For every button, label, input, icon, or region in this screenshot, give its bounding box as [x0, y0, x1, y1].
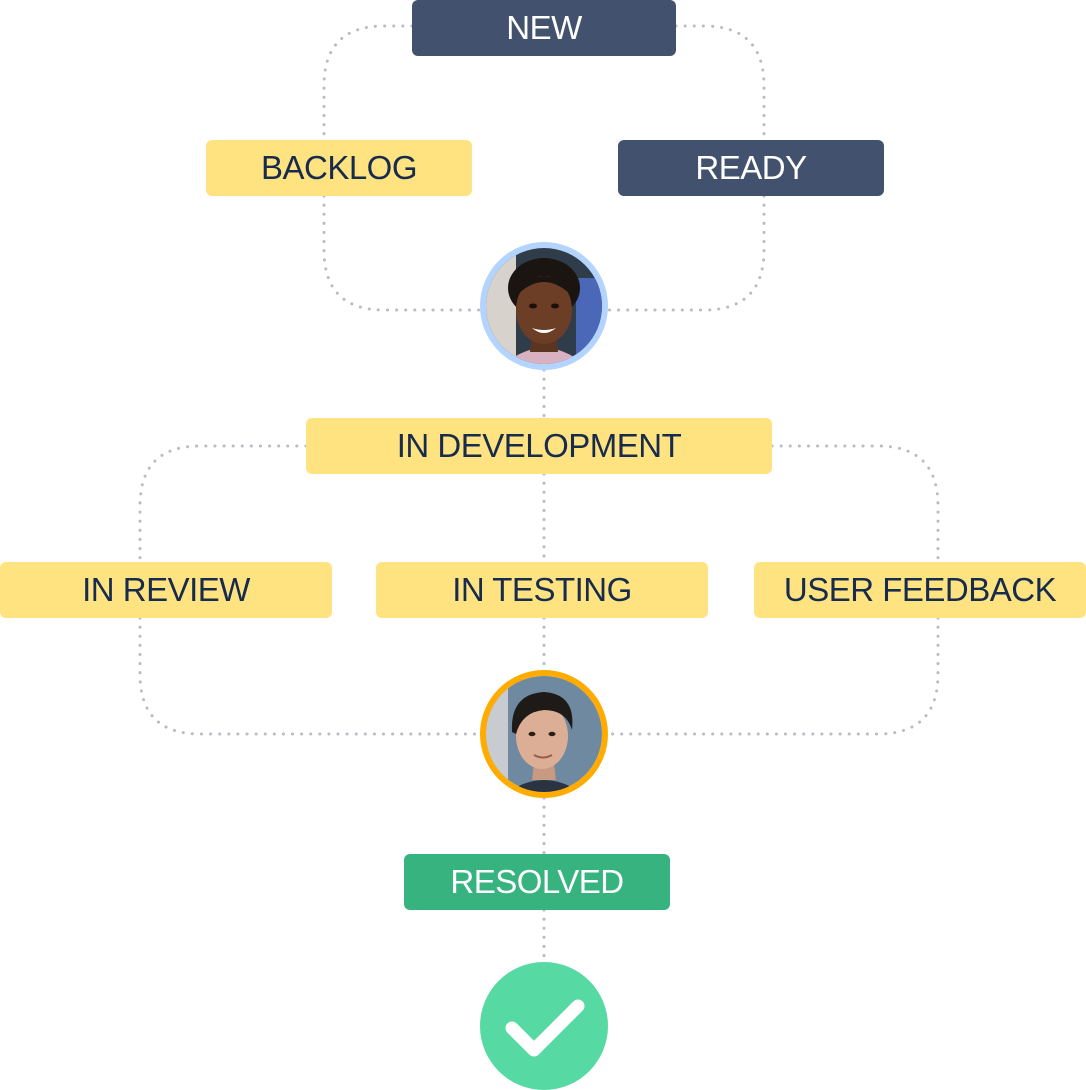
status-user-feedback-label: USER FEEDBACK — [783, 571, 1057, 608]
status-resolved: RESOLVED — [404, 854, 670, 910]
status-user-feedback: USER FEEDBACK — [754, 562, 1086, 618]
assignee-avatar-bottom — [480, 670, 608, 798]
status-backlog: BACKLOG — [206, 140, 472, 196]
connector-user-feedback-avatar — [606, 616, 940, 736]
connector-backlog-avatar — [322, 194, 482, 312]
checkmark-icon — [505, 999, 585, 1057]
avatar-person-icon — [486, 676, 602, 792]
connector-in-review-avatar — [138, 616, 482, 736]
assignee-avatar-top — [480, 242, 608, 370]
status-in-testing-label: IN TESTING — [452, 571, 632, 608]
status-resolved-label: RESOLVED — [450, 863, 624, 900]
status-new: NEW — [412, 0, 676, 56]
done-checkmark-badge — [480, 962, 608, 1090]
connector-new-backlog — [322, 24, 414, 142]
status-in-review: IN REVIEW — [0, 562, 332, 618]
status-in-development-label: IN DEVELOPMENT — [396, 427, 682, 464]
connector-in-development-user-feedback — [770, 444, 940, 564]
status-in-development: IN DEVELOPMENT — [306, 418, 772, 474]
status-ready: READY — [618, 140, 884, 196]
status-in-testing: IN TESTING — [376, 562, 708, 618]
connector-in-development-in-review — [138, 444, 308, 564]
status-backlog-label: BACKLOG — [260, 149, 418, 186]
connector-ready-avatar — [606, 194, 766, 312]
status-in-review-label: IN REVIEW — [82, 571, 250, 608]
status-ready-label: READY — [695, 149, 807, 186]
status-new-label: NEW — [506, 9, 582, 46]
avatar-person-icon — [486, 248, 602, 364]
connector-new-ready — [674, 24, 766, 142]
